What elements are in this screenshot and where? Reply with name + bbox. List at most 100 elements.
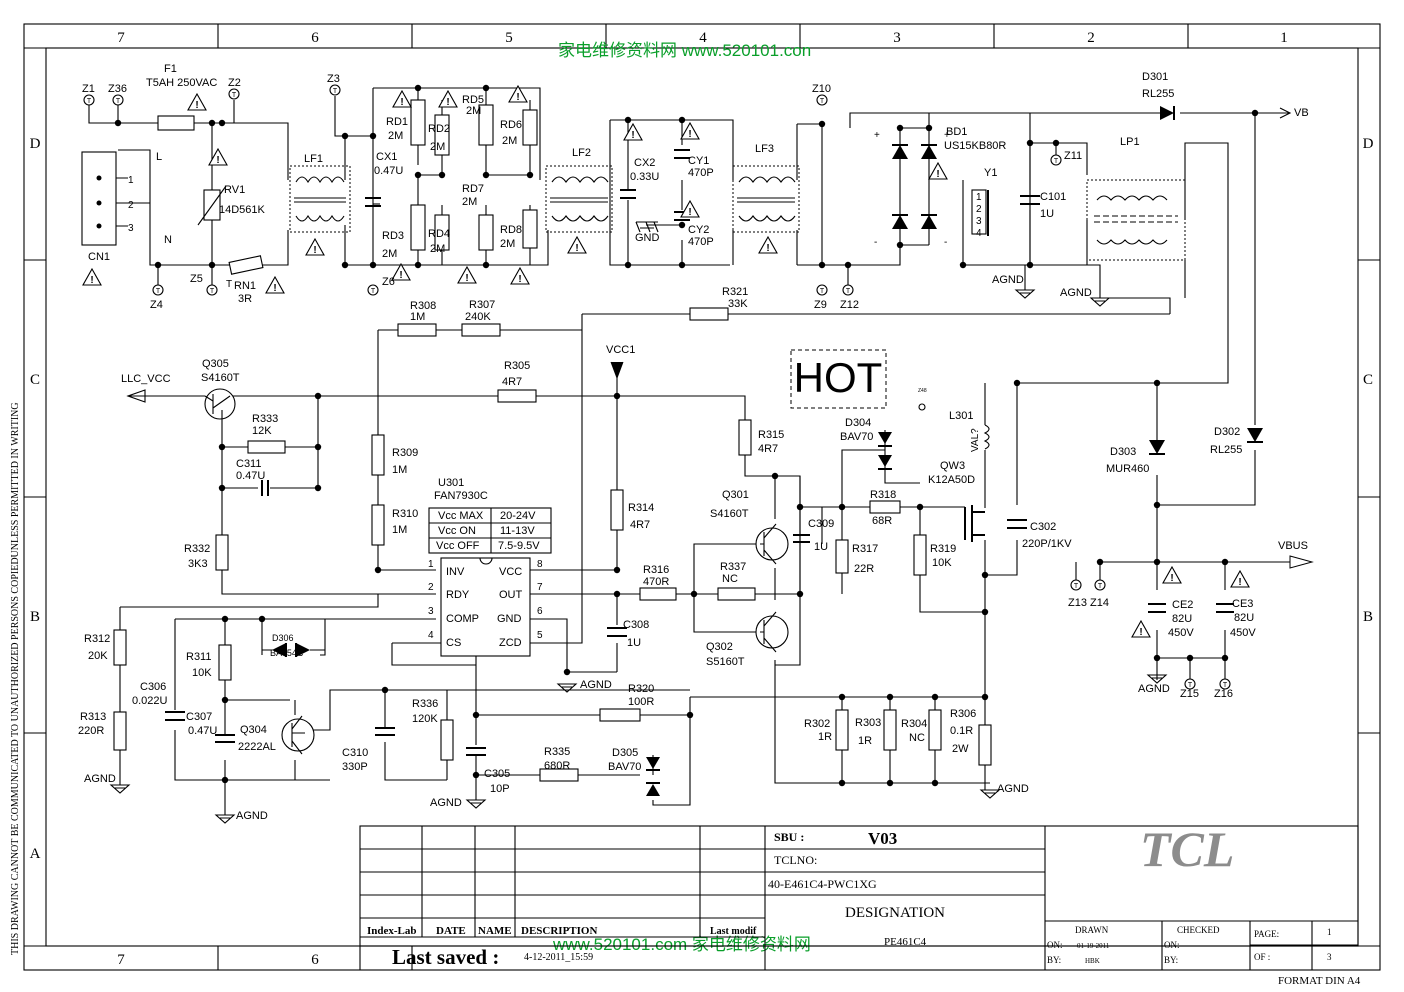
label-cn1: CN1 (88, 251, 110, 263)
label-rd2-value: 2M (430, 141, 445, 153)
label-r333-value: 12K (252, 425, 272, 437)
label-z13: Z13 (1068, 597, 1087, 609)
label-pin2: 2 (128, 200, 134, 211)
label-z48: Z48 (918, 388, 927, 394)
label-l: L (156, 151, 162, 163)
label-vcc-off: Vcc OFF (436, 540, 480, 552)
designation-value: PE461C4 (884, 936, 927, 948)
row-label-c-right: C (1363, 372, 1373, 388)
label-pin-gnd: GND (497, 613, 522, 625)
label-vcc1: VCC1 (606, 344, 635, 356)
col-label-1: 1 (1280, 30, 1288, 46)
tcl-logo: TCL (1140, 821, 1234, 877)
label-r307: R307 (469, 299, 495, 311)
label-pin-num1: 1 (428, 559, 434, 570)
label-pin3: 3 (128, 223, 134, 234)
label-r321-value: 33K (728, 298, 748, 310)
designation-label: DESIGNATION (845, 905, 945, 921)
label-agnd-8: AGND (997, 783, 1029, 795)
label-l301-value: VAL? (970, 428, 981, 452)
label-vcc-max: Vcc MAX (438, 510, 484, 522)
label-pin-out: OUT (499, 589, 523, 601)
label-c306: C306 (140, 681, 166, 693)
label-r320-value: 100R (628, 696, 654, 708)
sbu-value: V03 (868, 829, 897, 848)
common-mode-choke-lf2 (545, 165, 613, 233)
label-r335-value: 680R (544, 760, 570, 772)
vcc-spec-table (428, 507, 552, 554)
label-z12: Z12 (840, 299, 859, 311)
label-c310: C310 (342, 747, 368, 759)
label-r316-value: 470R (643, 576, 669, 588)
common-mode-choke-lf3 (732, 165, 800, 233)
label-r309-value: 1M (392, 464, 407, 476)
label-z15: Z15 (1180, 688, 1199, 700)
label-r336: R336 (412, 698, 438, 710)
label-z10: Z10 (812, 83, 831, 95)
label-c310-value: 330P (342, 761, 368, 773)
label-r312: R312 (84, 633, 110, 645)
junction-dots (114, 84, 1259, 787)
label-r314-value: 4R7 (630, 519, 650, 531)
label-u301-value: FAN7930C (434, 490, 488, 502)
u301-chip (440, 557, 531, 657)
label-r308-value: 1M (410, 311, 425, 323)
label-r319: R319 (930, 543, 956, 555)
last-modif-header: Last modif (710, 926, 757, 937)
page-value: 1 (1327, 927, 1332, 937)
label-r303-value: 1R (858, 735, 872, 747)
label-r310: R310 (392, 508, 418, 520)
col-label-3: 3 (893, 30, 901, 46)
label-r337: R337 (720, 561, 746, 573)
label-ce2-voltage: 450V (1168, 627, 1194, 639)
label-y1-pin3: 3 (976, 216, 982, 227)
label-rv1: RV1 (224, 184, 245, 196)
label-r321: R321 (722, 286, 748, 298)
label-q304: Q304 (240, 724, 267, 736)
label-r302-value: 1R (818, 731, 832, 743)
label-vcc-off-value: 7.5-9.5V (498, 540, 540, 552)
label-z3: Z3 (327, 73, 340, 85)
label-r303: R303 (855, 717, 881, 729)
label-rd4: RD4 (428, 228, 450, 240)
label-vb: VB (1294, 107, 1309, 119)
label-bd1-value: US15KB80R (944, 140, 1006, 152)
label-cx1: CX1 (376, 151, 397, 163)
label-agnd-1: AGND (992, 274, 1024, 286)
label-d301-value: RL255 (1142, 88, 1174, 100)
label-q305-value: S4160T (201, 372, 240, 384)
label-cy1: CY1 (688, 155, 709, 167)
label-pin-cs: CS (446, 637, 461, 649)
label-ce3: CE3 (1232, 598, 1253, 610)
label-d301: D301 (1142, 71, 1168, 83)
label-r317: R317 (852, 543, 878, 555)
sbu-label: SBU : (774, 830, 804, 844)
label-r314: R314 (628, 502, 654, 514)
label-cx2-value: 0.33U (630, 171, 659, 183)
copyright-side-text: THIS DRAWING CANNOT BE COMMUNICATED TO U… (10, 402, 21, 955)
label-lf2: LF2 (572, 147, 591, 159)
label-q301-value: S4160T (710, 508, 749, 520)
checked-by-label: BY: (1164, 955, 1178, 965)
label-d304: D304 (845, 417, 871, 429)
label-q302-value: S5160T (706, 656, 745, 668)
label-agnd-3: AGND (1138, 683, 1170, 695)
label-r318-value: 68R (872, 515, 892, 527)
label-pin-num6: 6 (537, 606, 543, 617)
label-rd8-value: 2M (500, 238, 515, 250)
drawn-by-value: HBK (1085, 957, 1100, 965)
label-bd1: BD1 (946, 126, 967, 138)
checked-on-label: ON: (1164, 940, 1180, 950)
label-z16: Z16 (1214, 688, 1233, 700)
svg-text:-: - (944, 237, 947, 248)
of-label: OF : (1254, 952, 1270, 962)
col-label-7: 7 (117, 30, 125, 46)
label-l301: L301 (949, 410, 973, 422)
name-header: NAME (478, 925, 512, 937)
label-q304-value: 2222AL (238, 741, 276, 753)
date-header: DATE (436, 925, 466, 937)
label-vcc-max-value: 20-24V (500, 510, 536, 522)
label-r311: R311 (186, 651, 211, 663)
label-pin-vcc: VCC (499, 566, 522, 578)
label-r306-value: 0.1R (950, 725, 973, 737)
